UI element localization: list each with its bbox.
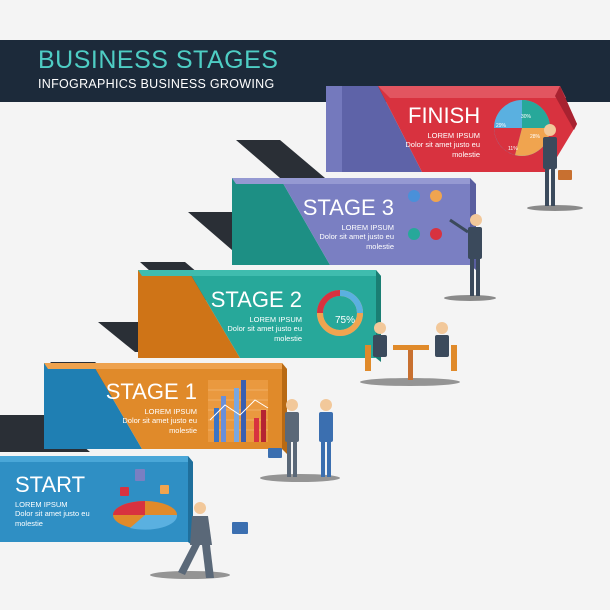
start-title: START	[15, 472, 86, 497]
page-title: BUSINESS STAGES	[38, 46, 279, 74]
pie-label-4: 28%	[530, 134, 541, 140]
stage1-title: STAGE 1	[105, 379, 197, 404]
stage2-body: Dolor sit amet justo eu molestie	[227, 324, 302, 343]
stage2-lorem: LOREM IPSUM	[249, 315, 302, 324]
start-pie-graphic	[113, 469, 178, 530]
pie-label-2: 30%	[521, 114, 532, 120]
page-subtitle: INFOGRAPHICS BUSINESS GROWING	[38, 77, 275, 91]
donut-chart-graphic: 75%	[317, 290, 363, 336]
donut-label: 75%	[335, 315, 355, 326]
stage1-lorem: LOREM IPSUM	[144, 407, 197, 416]
bar-chart-graphic	[208, 380, 269, 442]
finish-title: FINISH	[408, 103, 481, 128]
start-body: Dolor sit amet justo eu molestie	[15, 509, 90, 528]
stage2-text: STAGE 2 LOREM IPSUM Dolor sit amet justo…	[210, 287, 302, 343]
running-businessman	[150, 502, 248, 579]
stage3-body: Dolor sit amet justo eu molestie	[319, 232, 394, 251]
meeting-table	[360, 322, 460, 386]
handshake-businessmen	[260, 399, 340, 482]
stage3-icons	[408, 190, 442, 240]
pie-label-3: 11%	[508, 146, 518, 152]
finish-lorem: LOREM IPSUM	[427, 131, 480, 140]
finish-text: FINISH LOREM IPSUM Dolor sit amet justo …	[380, 103, 480, 159]
header-banner: BUSINESS STAGES INFOGRAPHICS BUSINESS GR…	[0, 40, 610, 102]
stage2-title: STAGE 2	[210, 287, 302, 312]
businessman-finish	[527, 124, 583, 211]
stage3-lorem: LOREM IPSUM	[341, 223, 394, 232]
businessman-stage3	[444, 214, 496, 301]
stage3-text: STAGE 3 LOREM IPSUM Dolor sit amet justo…	[300, 195, 394, 251]
pie-chart-graphic: 29% 30% 11% 28%	[494, 100, 550, 156]
stage2-step	[138, 270, 381, 362]
finish-body: Dolor sit amet justo eu molestie	[405, 140, 480, 159]
stage3-title: STAGE 3	[302, 195, 394, 220]
pie-label-1: 29%	[496, 123, 507, 129]
stage1-text: STAGE 1 LOREM IPSUM Dolor sit amet justo…	[103, 379, 197, 435]
start-text: START LOREM IPSUM Dolor sit amet justo e…	[15, 472, 110, 528]
stage1-body: Dolor sit amet justo eu molestie	[122, 416, 197, 435]
start-lorem: LOREM IPSUM	[15, 500, 68, 509]
